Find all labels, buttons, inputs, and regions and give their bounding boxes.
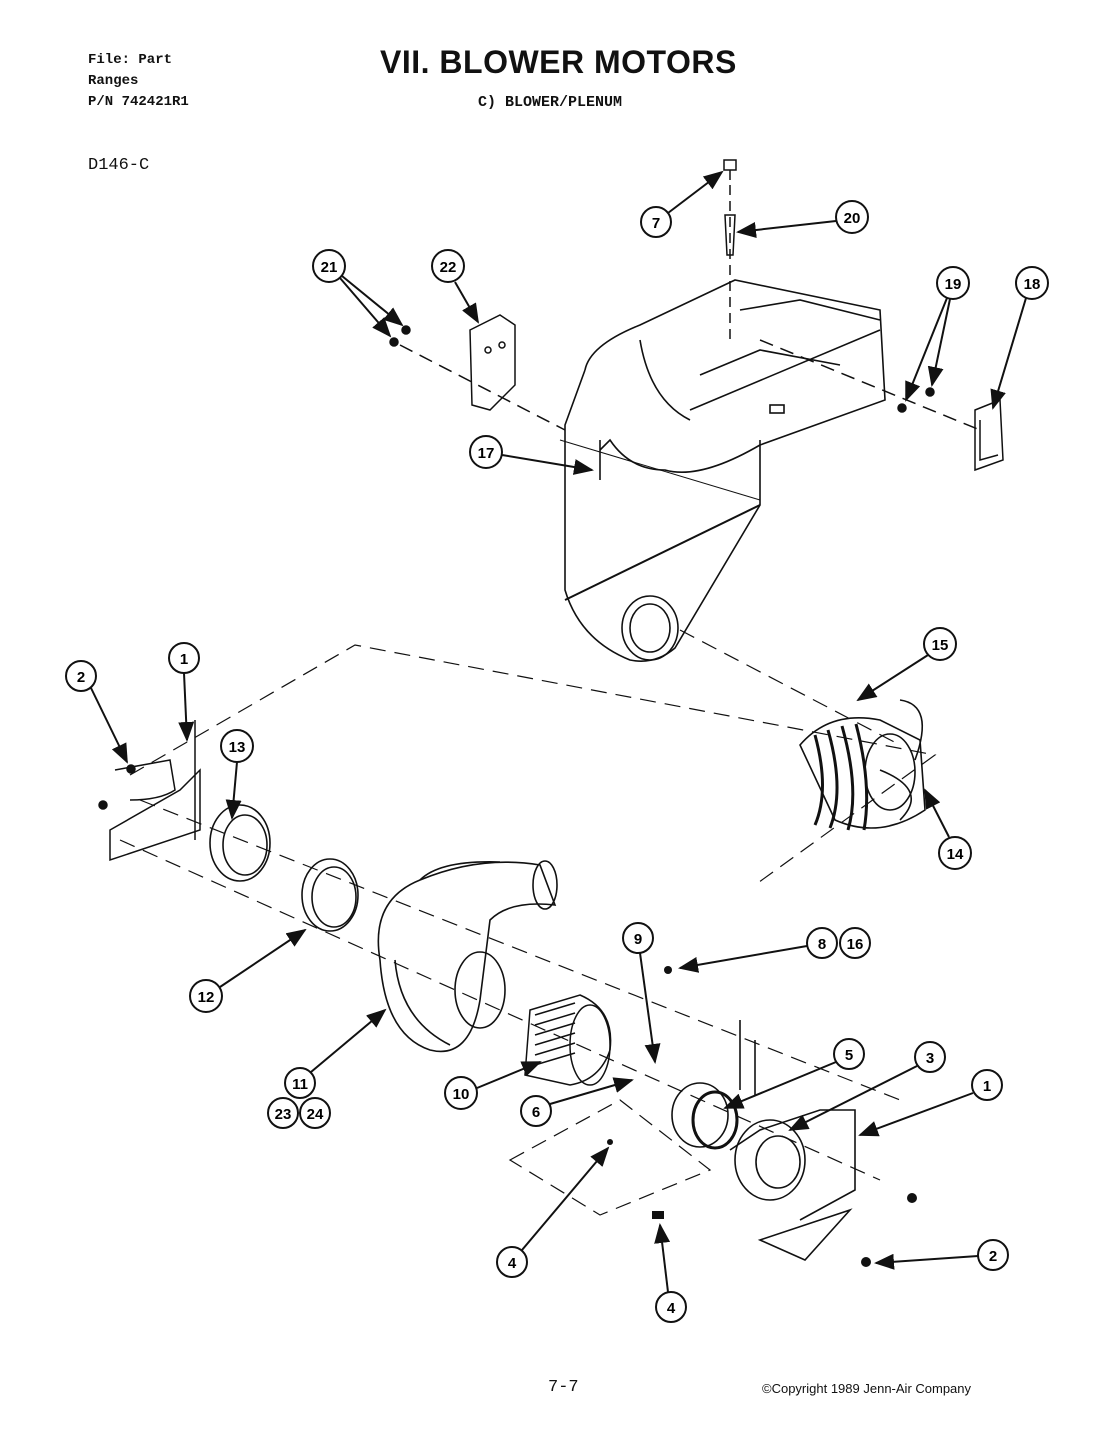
callout-11: 11 [284,1008,387,1099]
duct-connector [799,699,926,831]
callout-13: 13 [220,729,254,820]
svg-text:1: 1 [180,651,188,668]
callout-4-left: 4 [496,1146,610,1278]
callout-22: 22 [431,249,479,324]
svg-text:5: 5 [845,1047,853,1064]
product-line-label: Ranges [88,73,139,89]
callout-12: 12 [189,928,307,1013]
left-bracket [389,314,566,431]
svg-text:4: 4 [508,1255,517,1272]
svg-text:1: 1 [983,1078,991,1095]
page-number: 7-7 [548,1378,579,1397]
svg-text:16: 16 [847,936,864,953]
svg-text:17: 17 [478,445,495,462]
callout-21: 21 [312,249,404,338]
svg-text:2: 2 [989,1248,997,1265]
callout-7: 7 [640,170,724,238]
callout-9: 9 [622,922,661,1064]
svg-text:10: 10 [453,1086,470,1103]
callout-2-top: 2 [65,660,128,764]
callout-3: 3 [788,1041,946,1131]
assembly-guide-lines [119,629,937,1216]
svg-text:12: 12 [198,989,215,1006]
screw-and-rod [723,159,737,340]
svg-text:23: 23 [275,1106,292,1123]
blower-housing [377,860,558,1053]
callout-5: 5 [723,1038,865,1109]
hardware-fasteners [607,966,917,1267]
svg-text:15: 15 [932,637,949,654]
blower-wheel [524,994,612,1086]
callout-20: 20 [736,200,869,238]
svg-text:4: 4 [667,1300,676,1317]
callout-15: 15 [856,627,957,702]
motor-assembly [671,1020,856,1261]
callout-16: 16 [839,927,871,959]
callout-24: 24 [299,1097,331,1129]
part-number-label: P/N 742421R1 [88,94,189,110]
svg-text:2: 2 [77,669,85,686]
callout-23: 23 [267,1097,299,1129]
right-bracket [759,339,1004,472]
file-label: File: Part [88,52,173,68]
callout-4-bottom: 4 [654,1223,687,1323]
svg-text:13: 13 [229,739,246,756]
svg-text:20: 20 [844,210,861,227]
callout-17: 17 [469,435,594,475]
svg-text:14: 14 [947,846,964,863]
callout-14: 14 [924,788,972,870]
clamp-rings [209,804,359,932]
callout-1-top: 1 [168,642,200,742]
svg-text:3: 3 [926,1050,934,1067]
svg-text:19: 19 [945,276,962,293]
svg-text:22: 22 [440,259,457,276]
callout-10: 10 [444,1061,542,1110]
callout-1-right: 1 [858,1069,1003,1137]
section-subtitle: C) BLOWER/PLENUM [478,94,623,111]
svg-text:8: 8 [818,936,826,953]
svg-text:24: 24 [307,1106,324,1123]
copyright-notice: ©Copyright 1989 Jenn-Air Company [762,1381,972,1396]
svg-text:21: 21 [321,259,338,276]
callout-6: 6 [520,1077,634,1127]
svg-text:9: 9 [634,931,642,948]
plenum-housing [559,279,886,662]
svg-text:18: 18 [1024,276,1041,293]
svg-text:11: 11 [292,1076,308,1093]
callout-8: 8 [678,927,838,973]
drawing-id: D146-C [88,156,150,175]
svg-text:7: 7 [652,215,660,232]
left-mount-bracket [98,720,201,862]
page-title: VII. BLOWER MOTORS [380,44,737,80]
callout-2-right: 2 [874,1239,1009,1271]
callout-18: 18 [990,266,1049,410]
callout-19: 19 [905,266,970,402]
svg-text:6: 6 [532,1104,540,1121]
